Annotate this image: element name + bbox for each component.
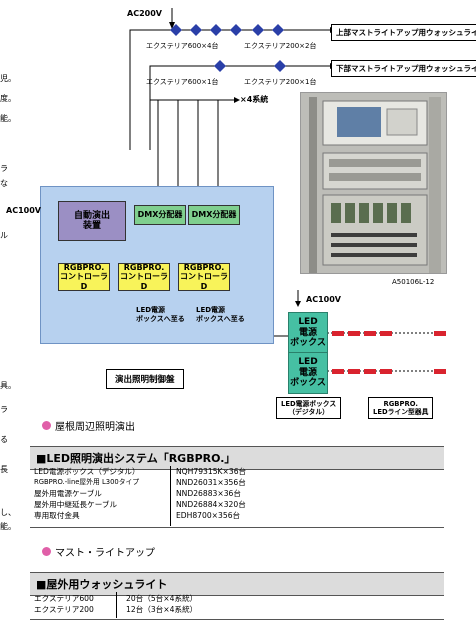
led-line-fixture-icon — [434, 331, 446, 336]
column-divider — [170, 466, 171, 526]
table-row-value: 20台（5台×4系統） — [126, 594, 198, 603]
row-name: エクステリア600 — [34, 594, 94, 603]
auto-device: 自動演出 装置 — [58, 201, 126, 241]
led-box-legend: LED電源ボックス （デジタル） — [276, 397, 342, 420]
table-row: 屋外用電源ケーブル — [34, 490, 102, 498]
table-row-value: EDH8700×356台 — [176, 511, 241, 520]
left-fragment: 度。 — [0, 94, 16, 103]
ext200x1-label: エクステリア200×1台 — [244, 78, 317, 86]
table-title: ■LED照明演出システム「RGBPRO.」 — [30, 446, 444, 470]
led-line-fixture-icon — [380, 331, 392, 336]
left-fragment: る — [0, 435, 8, 444]
row-name: エクステリア200 — [34, 605, 94, 614]
table-title: ■屋外用ウォッシュライト — [30, 572, 444, 596]
table-row-value: NQH79315K×36台 — [176, 467, 247, 476]
left-fragment: 能。 — [0, 114, 16, 123]
led-line-fixture-icon — [348, 331, 360, 336]
table-row-value: NND26883×36台 — [176, 489, 241, 498]
led-line-fixture-icon — [364, 369, 376, 374]
left-fragment: 能。 — [0, 522, 16, 531]
table-bottom-rule — [30, 619, 444, 620]
table-row: 屋外用中継延長ケーブル — [34, 501, 117, 509]
fixture-legend: RGBPRO. LEDライン型器具 — [368, 397, 434, 420]
ext600x4-label: エクステリア600×4台 — [146, 42, 219, 50]
left-fragment: 長 — [0, 465, 8, 474]
bullet-icon — [42, 421, 51, 430]
led-line-fixture-icon — [332, 369, 344, 374]
table-row: エクステリア200 — [34, 606, 94, 614]
cabinet-image — [301, 93, 446, 273]
led-line-fixture-icon — [348, 369, 360, 374]
left-fragment: 具。 — [0, 381, 16, 390]
to-led-box-label-2: LED電源 ボックスへ至る — [196, 306, 245, 323]
dmx-splitter-2: DMX分配器 — [188, 205, 240, 225]
table-row-value: NND26031×356台 — [176, 478, 246, 487]
led-line-fixture-icon — [332, 331, 344, 336]
row-name: 専用取付金具 — [34, 511, 80, 520]
wash-light-fixture-icon — [272, 24, 284, 36]
table-row: エクステリア600 — [34, 595, 94, 603]
upper-wash-label: 上部マストライトアップ用ウォッシュライト — [331, 24, 476, 41]
section-title: マスト・ライトアップ — [55, 548, 155, 559]
table-row: LED電源ボックス（デジタル） — [34, 468, 140, 476]
left-fragment: な — [0, 179, 8, 188]
rgb-controller-3: RGBPRO. コントローラD — [178, 263, 230, 291]
rgb-controller-2: RGBPRO. コントローラD — [118, 263, 170, 291]
row-name: 屋外用電源ケーブル — [34, 489, 102, 498]
to-led-box-label-1: LED電源 ボックスへ至る — [136, 306, 185, 323]
left-fragment: 児。 — [0, 74, 16, 83]
wash-light-fixture-icon — [210, 24, 222, 36]
section-mast-lightup: マスト・ライトアップ — [42, 544, 155, 559]
wash-light-fixture-icon — [230, 24, 242, 36]
led-line-fixture-icon — [434, 369, 446, 374]
row-name: RGBPRO.-line屋外用 L300タイプ — [34, 478, 140, 486]
wash-light-fixture-icon — [274, 60, 286, 72]
left-fragment: ラ — [0, 405, 8, 414]
ac100v-input-label: AC100V — [6, 206, 41, 215]
wash-light-fixture-icon — [252, 24, 264, 36]
column-divider — [116, 592, 117, 618]
control-cabinet-photo — [300, 92, 447, 274]
ac100v-right-label: AC100V — [306, 295, 341, 304]
lower-wash-label: 下部マストライトアップ用ウォッシュライト — [331, 60, 476, 77]
table-row: RGBPRO.-line屋外用 L300タイプ — [34, 479, 139, 486]
led-line-fixture-icon — [380, 369, 392, 374]
control-panel-caption: 演出照明制御盤 — [106, 369, 184, 389]
table-bottom-rule — [30, 527, 444, 528]
left-fragment: ラ — [0, 164, 8, 173]
table-row-value: NND26884×320台 — [176, 500, 246, 509]
left-fragment: ル — [0, 231, 8, 240]
table-row-value: 12台（3台×4系統） — [126, 605, 198, 614]
ext600x1-label: エクステリア600×1台 — [146, 78, 219, 86]
led-line-fixture-icon — [364, 331, 376, 336]
wash-light-fixture-icon — [190, 24, 202, 36]
bullet-icon — [42, 547, 51, 556]
table-row: 専用取付金具 — [34, 512, 80, 520]
systems-label: ×4系統 — [240, 95, 269, 104]
ext200x2-label: エクステリア200×2台 — [244, 42, 317, 50]
row-name: LED電源ボックス（デジタル） — [34, 467, 140, 476]
wash-light-fixture-icon — [170, 24, 182, 36]
left-fragment: し、 — [0, 508, 16, 517]
wash-light-fixture-icon — [214, 60, 226, 72]
section-title: 屋根周辺照明演出 — [55, 422, 135, 433]
section-roof-lighting: 屋根周辺照明演出 — [42, 418, 135, 433]
row-name: 屋外用中継延長ケーブル — [34, 500, 118, 509]
dmx-splitter-1: DMX分配器 — [134, 205, 186, 225]
rgb-controller-1: RGBPRO. コントローラD — [58, 263, 110, 291]
ac200v-label: AC200V — [127, 9, 162, 18]
photo-caption: A50106L-12 — [392, 278, 435, 286]
led-power-box-2: LED 電源 ボックス — [288, 352, 328, 394]
led-power-box-1: LED 電源 ボックス — [288, 312, 328, 354]
